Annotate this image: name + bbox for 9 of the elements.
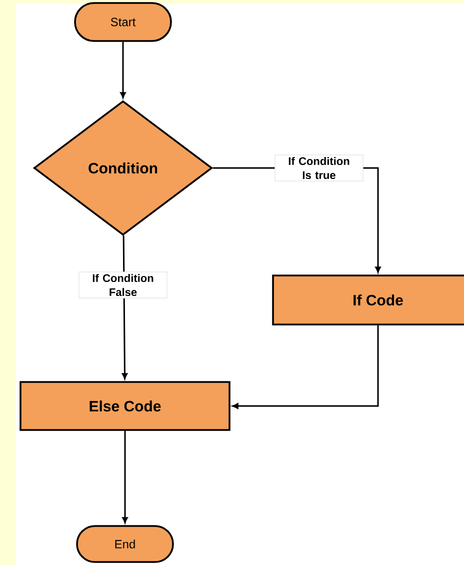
arrow (122, 430, 128, 524)
process-box: Else Code (20, 381, 230, 431)
arrow (120, 42, 126, 98)
arrow (232, 325, 379, 409)
edge-label: If Condition Is true (274, 154, 364, 182)
end-terminal: End (76, 525, 174, 563)
process-box: If Code (272, 274, 464, 326)
start-terminal: Start (74, 2, 172, 42)
edge-label: If Condition False (78, 272, 168, 298)
